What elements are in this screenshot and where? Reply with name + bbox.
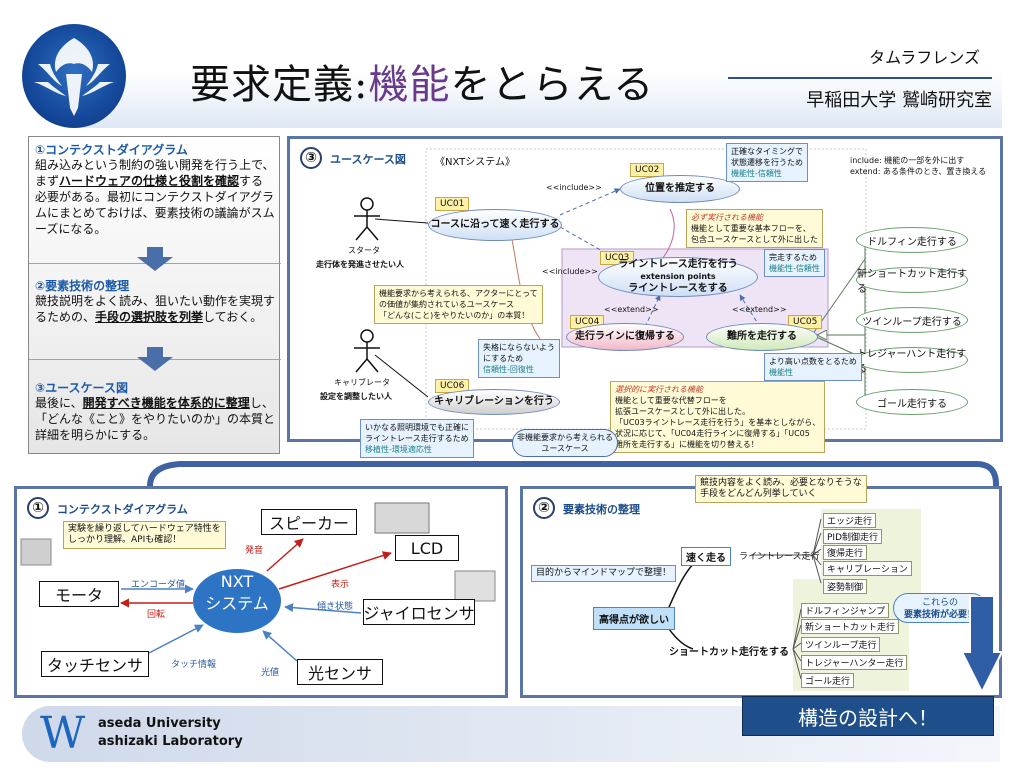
footer-university: aseda University: [98, 716, 221, 731]
mindmap-leaf: ツインループ走行: [801, 637, 881, 652]
ext-usecase: トレジャーハント走行する: [856, 347, 968, 375]
affiliation-label: 早稲田大学 鷲崎研究室: [806, 90, 992, 111]
down-arrow-icon: [962, 596, 1002, 695]
include-label: <<include>>: [542, 267, 598, 276]
ext-usecase: 新ショートカット走行する: [856, 267, 968, 295]
actor-starter-name: スタータ: [348, 246, 380, 255]
mindmap-shortcut: ショートカット走行をする: [669, 647, 789, 658]
mindmap-leaf: PID制御走行: [823, 529, 883, 544]
extend-label: <<extend>>: [604, 305, 659, 314]
actor-calibrator-name: キャリブレータ: [334, 378, 390, 387]
s3-text: 最後に、開発すべき機能を体系的に整理し、「どんな《こと》をやりたいのか」の本質と…: [35, 396, 276, 442]
sound-label: 発音: [245, 546, 264, 556]
mindmap-leaf: キャリブレーション: [823, 561, 912, 576]
nonfunctional-cloud: 非機能要求から考えられるユースケース: [512, 429, 618, 457]
note-mindmap: 目的からマインドマップで整理！: [531, 565, 677, 582]
requirements-mindmap: ② 要素技術の整理 競技内容をよく読み、必要となりそうな手段をどんどん列挙してい…: [520, 475, 1002, 698]
actor-starter-desc: 走行体を発進させたい人: [316, 260, 404, 269]
s2-heading: ②要素技術の整理: [35, 279, 130, 293]
section-title: コンテクストダイアグラム: [57, 503, 188, 516]
note-linetrace: 完走するため機能性-信頼性: [764, 249, 825, 277]
flow-connector: [147, 461, 999, 500]
system-label: 《NXTシステム》: [435, 157, 515, 168]
mindmap-root: 高得点が欲しい: [593, 607, 675, 630]
display-label: 表示: [331, 580, 350, 590]
header-band: [22, 24, 1002, 128]
s1-heading: ①コンテクストダイアグラム: [35, 143, 188, 157]
actor-icon: [354, 197, 380, 241]
section-number: ①: [27, 497, 49, 519]
phoenix-logo-icon: [22, 24, 126, 128]
mindmap-connectors: [662, 509, 921, 691]
light-sensor-node: 光センサ: [297, 659, 383, 685]
note-required: 必ず実行される機能機能として重要な基本フローを、包含ユースケースとして外に出した: [686, 209, 823, 248]
context-diagram: ① コンテクストダイアグラム 実験を繰り返してハードウェア特性をしっかり理解。A…: [14, 486, 508, 698]
section-title: 要素技術の整理: [563, 503, 640, 516]
mindmap-leaf: エッジ走行: [823, 513, 877, 528]
gyro-node: ジャイロセンサ: [363, 599, 475, 625]
s2-text: 競技説明をよく読み、狙いたい動作を実現するための、手段の選択肢を列挙しておく。: [35, 294, 276, 324]
note-timing: 正確なタイミングで状態遷移を行うため機能性-信頼性: [726, 143, 808, 182]
s3-heading: ③ユースケース図: [35, 381, 128, 395]
ext-usecase: ドルフィン走行する: [856, 227, 968, 253]
ext-usecase: ツインループ走行する: [856, 307, 968, 333]
speaker-node: スピーカー: [261, 509, 357, 535]
brand-label: タムラフレンズ: [869, 48, 980, 67]
waseda-w-logo: W: [40, 708, 86, 759]
touch-sensor-node: タッチセンサ: [41, 651, 149, 677]
s1-text: 組み込みという制約の強い開発を行う上で、まずハードウェアの仕様と役割を確認する必…: [35, 158, 275, 236]
lcd-node: LCD: [395, 535, 459, 561]
down-arrow-icon: [137, 247, 173, 271]
mindmap-linetrace: ライントレース走行: [739, 552, 820, 562]
down-arrow-icon: [137, 347, 173, 371]
motor-node: モータ: [39, 581, 119, 607]
mindmap-leaf: 復帰走行: [823, 545, 868, 560]
encoder-label: エンコーダ値: [131, 580, 186, 590]
touch-info-label: タッチ情報: [171, 660, 217, 670]
actor-icon: [354, 329, 380, 373]
actor-calibrator-desc: 設定を調整したい人: [320, 392, 392, 401]
mindmap-leaf: 姿勢制御: [823, 579, 868, 594]
tilt-label: 傾き状態: [317, 602, 354, 612]
usecase-uc04: 走行ラインに復帰する: [566, 323, 684, 351]
include-label: <<include>>: [546, 183, 602, 192]
note-functional: 機能要求から考えられる、アクターにとっての価値が集約されているユースケース「どん…: [374, 285, 543, 324]
header-divider: [728, 77, 992, 79]
usecase-uc01: コースに沿って速く走行する: [428, 209, 562, 241]
context-connectors: [20, 502, 496, 662]
ext-usecase: ゴール走行する: [856, 389, 968, 415]
footer-laboratory: ashizaki Laboratory: [98, 734, 243, 749]
rotate-label: 回転: [147, 610, 166, 620]
note-hardware: 実験を繰り返してハードウェア特性をしっかり理解。APIも確認！: [63, 521, 226, 549]
mindmap-leaf: トレジャーハンター走行: [801, 655, 908, 670]
mindmap-fast: 速く走る: [681, 547, 731, 566]
section-title: ユースケース図: [330, 153, 406, 166]
note-recover: 失格にならないようにするため信頼性-回復性: [478, 339, 560, 378]
mindmap-leaf: ゴール走行: [801, 673, 855, 688]
next-structure-button[interactable]: 構造の設計へ！: [742, 696, 994, 736]
note-enumerate: 競技内容をよく読み、必要となりそうな手段をどんどん列挙していく: [695, 475, 867, 503]
note-optional: 選択的に実行される機能機能として重要な代替フローを拡張ユースケースとして外に出し…: [610, 381, 826, 453]
section-number: ③: [300, 147, 322, 169]
light-value-label: 光値: [261, 668, 280, 678]
mindmap-leaf: 新ショートカット走行: [801, 619, 900, 634]
note-environment: いかなる照明環境でも正確にライントレース走行するため移植性-環境適応性: [360, 419, 474, 458]
summary-panel: ①コンテクストダイアグラム 組み込みという制約の強い開発を行う上で、まずハードウ…: [28, 136, 281, 454]
usecase-uc02: 位置を推定する: [620, 175, 740, 203]
uc01-tag: UC01: [435, 197, 470, 211]
note-score: より高い点数をとるため機能性: [764, 353, 862, 381]
section-number: ②: [533, 497, 555, 519]
extend-label: <<extend>>: [732, 305, 787, 314]
page-title: 要求定義:機能をとらえる: [190, 62, 655, 108]
mindmap-leaf: ドルフィンジャンプ: [801, 603, 890, 618]
usecase-uc05: 難所を走行する: [706, 323, 818, 351]
usecase-uc06: キャリブレーションを行う: [428, 389, 560, 415]
